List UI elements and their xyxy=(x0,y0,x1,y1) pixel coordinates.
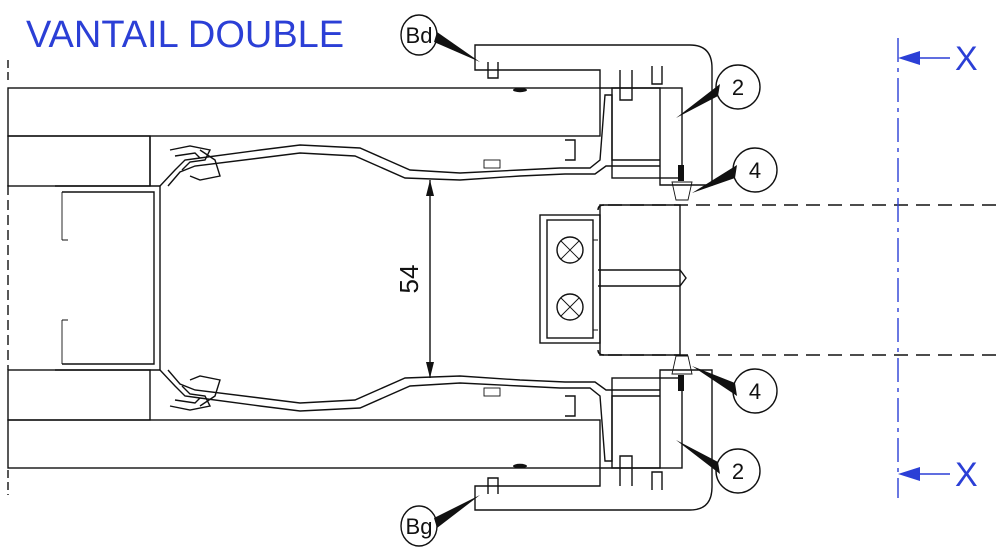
callout-seal-top-label: 4 xyxy=(749,158,761,183)
callout-wood-bottom-label: 2 xyxy=(732,459,744,484)
bottom-edge-cap xyxy=(474,369,713,511)
steel-c-profile xyxy=(55,185,161,371)
top-steel-frame-profile xyxy=(159,94,660,187)
bottom-steel-frame-profile xyxy=(159,369,660,462)
hidden-lines xyxy=(597,204,1001,356)
top-leaf-panel xyxy=(7,87,601,187)
callout-wood-top xyxy=(676,64,761,118)
callout-seal-top xyxy=(692,147,778,193)
callout-wood-bottom xyxy=(676,440,761,494)
brush-seal-bottom xyxy=(671,355,693,391)
section-mark-top: X xyxy=(955,40,978,78)
callout-seal-bottom-label: 4 xyxy=(749,379,761,404)
callout-bg-label: Bg xyxy=(406,514,433,539)
callout-bd xyxy=(400,14,480,62)
callout-wood-top-label: 2 xyxy=(732,75,744,100)
dimension-label: 54 xyxy=(394,265,424,294)
dimension-line xyxy=(426,180,434,378)
brush-seal-top xyxy=(671,165,693,201)
top-edge-cap xyxy=(474,44,713,186)
callout-seal-bottom xyxy=(692,366,778,414)
section-mark-bottom: X xyxy=(955,456,978,494)
lock-plate xyxy=(539,204,687,356)
bottom-leaf-panel xyxy=(7,369,601,469)
callout-bg xyxy=(400,495,480,547)
page-title: VANTAIL DOUBLE xyxy=(26,14,345,56)
section-axis xyxy=(897,38,950,498)
callout-bd-label: Bd xyxy=(406,23,433,48)
